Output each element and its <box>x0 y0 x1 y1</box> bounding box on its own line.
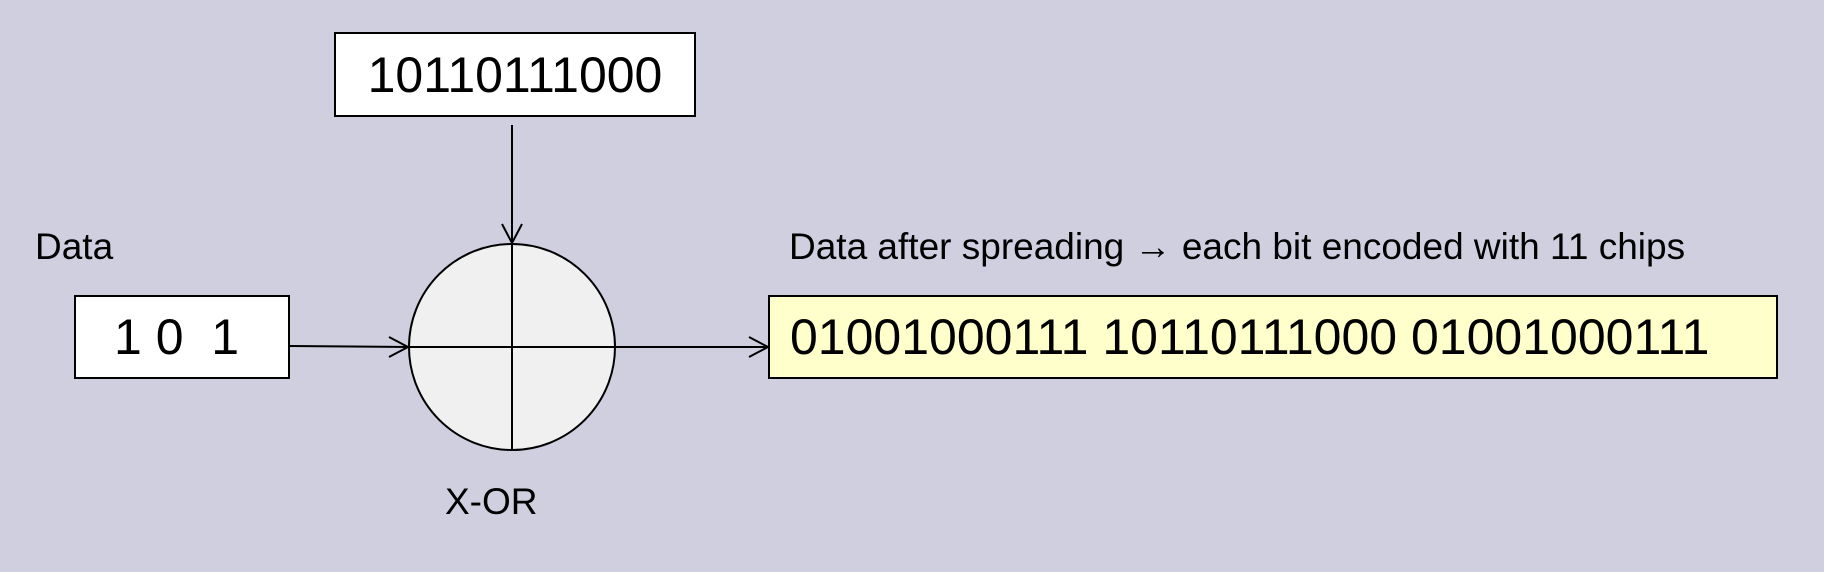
spread-output-box: 01001000111 10110111000 01001000111 <box>768 295 1778 379</box>
data-bits-text: 1 0 1 <box>114 309 240 365</box>
data-bits-box: 1 0 1 <box>74 295 290 379</box>
spread-output-text: 01001000111 10110111000 01001000111 <box>790 309 1710 365</box>
spreading-code-box: 10110111000 <box>334 32 696 117</box>
spreading-code-text: 10110111000 <box>367 46 663 103</box>
data-to-xor-arrow <box>289 345 409 348</box>
xor-symbol <box>408 243 616 451</box>
output-label: Data after spreading → each bit encoded … <box>789 226 1686 267</box>
data-label: Data <box>35 226 114 267</box>
xor-label: X-OR <box>445 481 538 522</box>
